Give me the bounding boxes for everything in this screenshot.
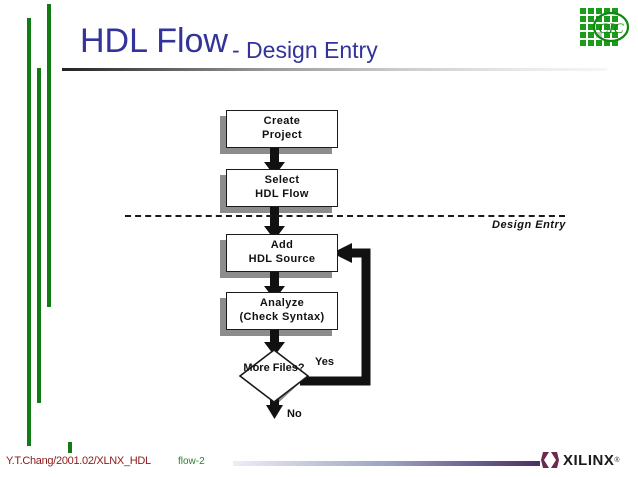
- footer-author-text: Y.T.Chang/2001.02/XLNX_HDL: [6, 455, 151, 467]
- xilinx-logo: XILINX®: [540, 448, 636, 472]
- edge-yes-loop: [300, 248, 371, 386]
- node-select-hdl-flow-line-1: Select: [264, 174, 300, 187]
- svg-text:CIC: CIC: [598, 21, 624, 37]
- xilinx-registered-mark: ®: [614, 456, 620, 464]
- edge-create-select: [270, 148, 279, 164]
- arrowhead-yes-loop: [332, 243, 352, 263]
- decor-green-bar-3: [47, 4, 51, 307]
- node-add-hdl-source-line-1: Add: [270, 239, 294, 252]
- decor-green-bar-2: [37, 68, 41, 403]
- edge-label-no: No: [287, 408, 302, 420]
- title-underline: [62, 68, 607, 71]
- design-entry-divider: [125, 215, 565, 217]
- node-analyze-line-2: (Check Syntax): [239, 311, 325, 323]
- page-title-subtitle: - Design Entry: [232, 37, 378, 63]
- page-title: HDL Flow- Design Entry: [80, 22, 378, 63]
- footer-gradient-rule: [233, 461, 540, 466]
- node-add-hdl-source-line-2: HDL Source: [248, 253, 316, 265]
- arrowhead-select-add: [264, 226, 285, 240]
- node-select-hdl-flow[interactable]: Select HDL Flow: [226, 169, 338, 207]
- page-title-main: HDL Flow: [80, 22, 228, 60]
- node-analyze-line-1: Analyze: [259, 297, 305, 310]
- node-add-hdl-source[interactable]: Add HDL Source: [226, 234, 338, 272]
- cic-logo-icon: CIC: [578, 6, 630, 50]
- xilinx-wordmark: XILINX: [563, 451, 615, 469]
- node-create-project-line-2: Project: [261, 129, 303, 141]
- footer-page-number: flow-2: [178, 456, 205, 467]
- node-more-files-label[interactable]: More Files?: [240, 362, 308, 376]
- arrowhead-no-exit: [266, 405, 283, 419]
- arrowhead-analyze-decision: [264, 342, 285, 356]
- node-decision-more-files: [238, 348, 310, 404]
- design-entry-label: Design Entry: [492, 219, 566, 231]
- node-create-project-line-1: Create: [263, 115, 301, 128]
- decor-green-bar-1: [27, 18, 31, 446]
- node-more-files-line-1: More: [243, 362, 270, 374]
- node-select-hdl-flow-line-2: HDL Flow: [255, 188, 309, 200]
- node-create-project[interactable]: Create Project: [226, 110, 338, 148]
- edge-label-yes: Yes: [315, 356, 334, 368]
- node-analyze-check-syntax[interactable]: Analyze (Check Syntax): [226, 292, 338, 330]
- edge-add-analyze: [270, 272, 279, 288]
- edge-analyze-decision: [270, 330, 279, 344]
- xilinx-mark-icon: [541, 452, 559, 468]
- footer-green-tick: [68, 442, 72, 453]
- node-more-files-line-2: Files?: [272, 362, 305, 374]
- edge-select-add: [270, 207, 279, 229]
